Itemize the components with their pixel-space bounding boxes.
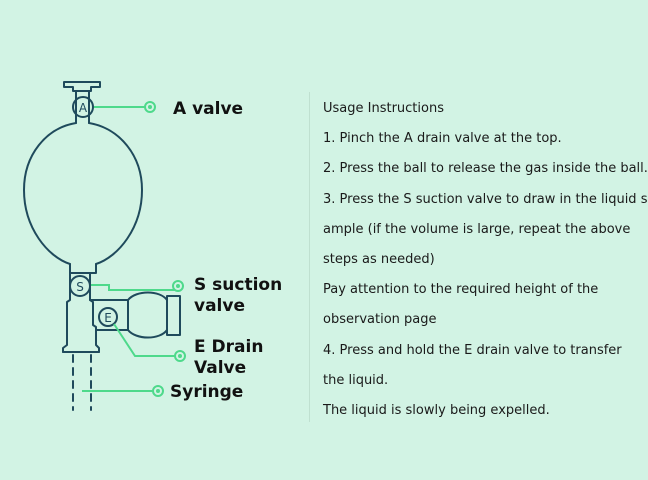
instruction-line: the liquid. [323,372,389,388]
side-branch [89,299,129,331]
instruction-line: 2. Press the ball to release the gas ins… [323,161,648,177]
instruction-line: 4. Press and hold the E drain valve to t… [323,342,622,358]
instruction-line: Pay attention to the required height of … [323,282,599,298]
syringe-lines [72,354,92,411]
side-ball [127,291,168,339]
pipette-bulb-diagram: A S E [23,81,186,411]
s-valve-letter: S [76,280,84,294]
usage-instructions: Usage Instructions 1. Pinch the A drain v… [323,94,648,426]
e-callout-line [113,323,180,357]
e-outlet [166,295,181,336]
s-neck [69,263,97,274]
e-valve-letter: E [104,311,112,325]
syringe-label: Syringe [170,382,244,402]
s-valve-label: S suction valve [194,275,283,316]
a-valve-icon [72,96,94,118]
instructions-heading: Usage Instructions [323,101,444,116]
instruction-line: observation page [323,312,437,328]
s-callout-line [91,284,179,291]
rubber-bulb [23,122,143,265]
a-valve-letter: A [79,101,88,115]
a-valve-label: A valve [173,99,244,119]
instruction-line: The liquid is slowly being expelled. [323,403,550,419]
instruction-line: steps as needed) [323,252,435,268]
instruction-line: ample (if the volume is large, repeat th… [323,221,631,237]
instruction-line: 3. Press the S suction valve to draw in … [323,191,648,207]
top-cap [63,81,101,92]
e-valve-label: E Drain Valve [194,337,264,378]
e-valve-icon [98,307,118,327]
divider [309,92,310,422]
instruction-line: 1. Pinch the A drain valve at the top. [323,131,562,147]
a-neck [75,90,90,124]
